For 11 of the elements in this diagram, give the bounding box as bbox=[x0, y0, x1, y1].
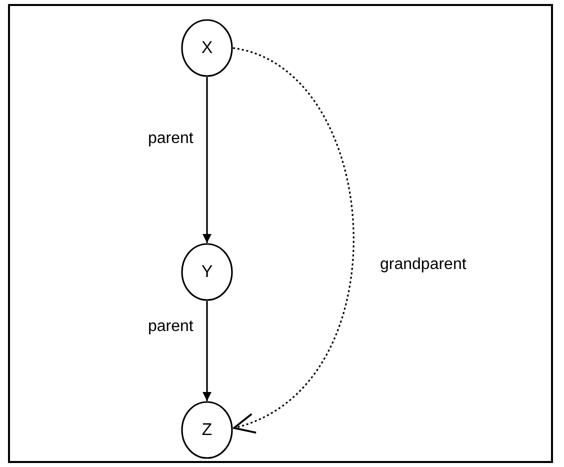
edge-label: grandparent bbox=[380, 256, 466, 274]
edge-label: parent bbox=[148, 318, 194, 336]
node-circle bbox=[181, 243, 233, 301]
node-label: Z bbox=[202, 420, 212, 440]
arrow bbox=[202, 77, 212, 243]
arrow bbox=[202, 301, 212, 401]
node-circle bbox=[181, 401, 233, 459]
edge-label: parent bbox=[148, 130, 194, 148]
node-label: X bbox=[201, 38, 213, 58]
node-label: Y bbox=[201, 262, 213, 282]
node-circle bbox=[181, 19, 233, 77]
